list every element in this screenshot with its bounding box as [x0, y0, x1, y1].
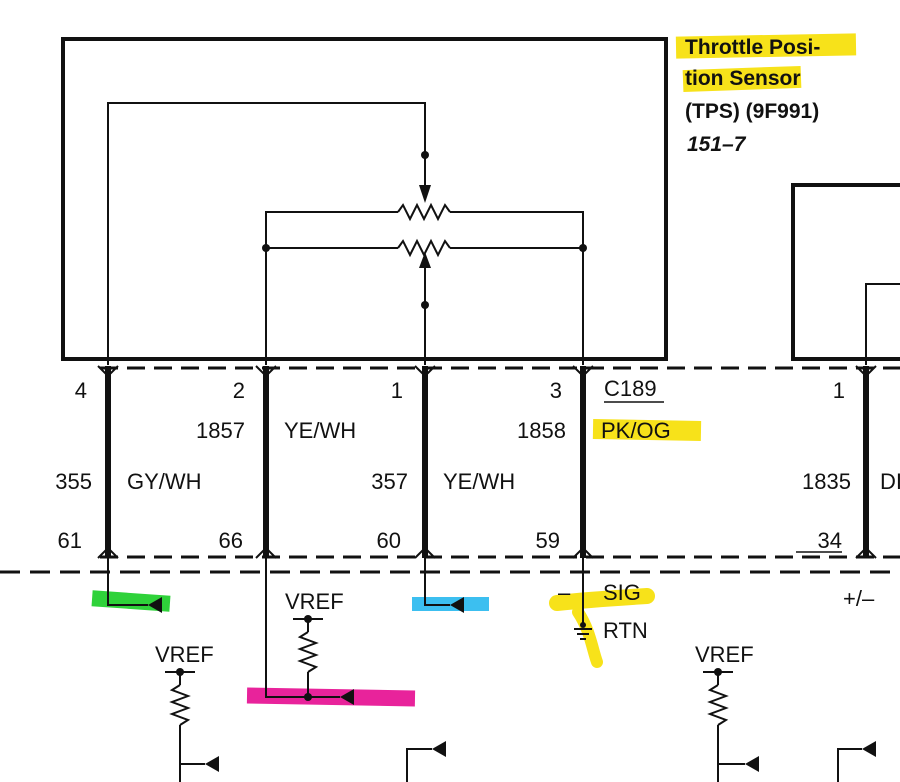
vref-label-right: VREF	[695, 642, 754, 667]
wiper-arrow-up	[419, 252, 431, 268]
pin-number-1: 1	[391, 378, 403, 403]
arrow-60	[450, 597, 464, 613]
right-component-box	[791, 183, 900, 361]
pcm-arrows	[148, 597, 876, 772]
circuit-1835: 1835	[802, 469, 851, 494]
connector-flares	[97, 365, 877, 559]
pin-number-3: 3	[550, 378, 562, 403]
harness-wires	[105, 366, 869, 558]
sensor-page-ref: 151–7	[687, 133, 747, 156]
wiper-node-top	[421, 151, 429, 159]
pcm-labels: VREF VREF VREF SIG RTN – +/–	[155, 580, 875, 667]
tps-internal-nodes	[262, 151, 587, 309]
tps-sensor-box	[61, 37, 668, 361]
vref-center-resistor	[297, 631, 319, 673]
pcm-wire-60	[424, 558, 450, 606]
pcm-pin-66: 66	[219, 528, 243, 553]
arrow-66	[340, 689, 354, 705]
sensor-title-line1: Throttle Posi-	[685, 36, 820, 59]
pcm-lower-wire-1	[406, 748, 432, 782]
tps-internal-circuit	[107, 102, 584, 365]
highlights	[91, 33, 857, 707]
color-pkog: PK/OG	[601, 418, 671, 443]
vref-left-resistor	[169, 684, 191, 726]
wiper-arrow-down	[419, 185, 431, 203]
connector-id: C189	[604, 376, 657, 401]
pcm-wire-61	[107, 558, 148, 606]
sig-label: SIG	[603, 580, 641, 605]
wiper-node-bottom	[421, 301, 429, 309]
cyan-highlight	[412, 597, 489, 611]
top-resistor-lead-left	[265, 211, 398, 365]
circuit-357: 357	[371, 469, 408, 494]
pin-number-4: 4	[75, 378, 87, 403]
rtn-highlight	[572, 606, 603, 668]
arrow-61	[148, 597, 162, 613]
vref-right-resistor	[707, 684, 729, 726]
vref-label-center: VREF	[285, 589, 344, 614]
sensor-title: Throttle Posi- tion Sensor (TPS) (9F991)…	[685, 36, 820, 156]
pcm-pin-59: 59	[536, 528, 560, 553]
node-left	[262, 244, 270, 252]
top-resistor	[397, 202, 451, 222]
bottom-resistor	[397, 238, 451, 258]
right-color-partial: DI	[880, 469, 900, 494]
color-yewh-1: YE/WH	[284, 418, 356, 443]
node-right	[579, 244, 587, 252]
sensor-title-line2: tion Sensor	[685, 67, 801, 90]
vref-label-left: VREF	[155, 642, 214, 667]
pcm-internal-circuit	[107, 558, 862, 782]
circuit-1858: 1858	[517, 418, 566, 443]
pcm-pin-61: 61	[58, 528, 82, 553]
connector-labels: C189 4 355 GY/WH 61 2 1857 YE/WH 66 1 35…	[55, 376, 900, 553]
top-resistor-lead-right	[450, 211, 584, 365]
minus-label: –	[558, 580, 571, 605]
pcm-pin-60: 60	[377, 528, 401, 553]
right-component	[791, 183, 900, 365]
sensor-title-line3: (TPS) (9F991)	[685, 100, 819, 123]
pcm-lower-wire-2	[837, 748, 862, 782]
pcm-pin-34: 34	[818, 528, 842, 553]
polarity-label: +/–	[843, 586, 875, 611]
title-highlight-2	[682, 65, 802, 93]
pin-number-2: 2	[233, 378, 245, 403]
right-internal-wire	[865, 283, 900, 365]
pkog-highlight	[592, 419, 702, 441]
right-pin-number-1: 1	[833, 378, 845, 403]
pin4-internal-wire	[107, 102, 426, 365]
pcm-wire-66	[265, 558, 340, 698]
circuit-355: 355	[55, 469, 92, 494]
rtn-label: RTN	[603, 618, 648, 643]
color-gywh: GY/WH	[127, 469, 202, 494]
color-yewh-2: YE/WH	[443, 469, 515, 494]
title-highlight-1	[675, 33, 857, 59]
sig-highlight	[549, 588, 655, 611]
circuit-1857: 1857	[196, 418, 245, 443]
